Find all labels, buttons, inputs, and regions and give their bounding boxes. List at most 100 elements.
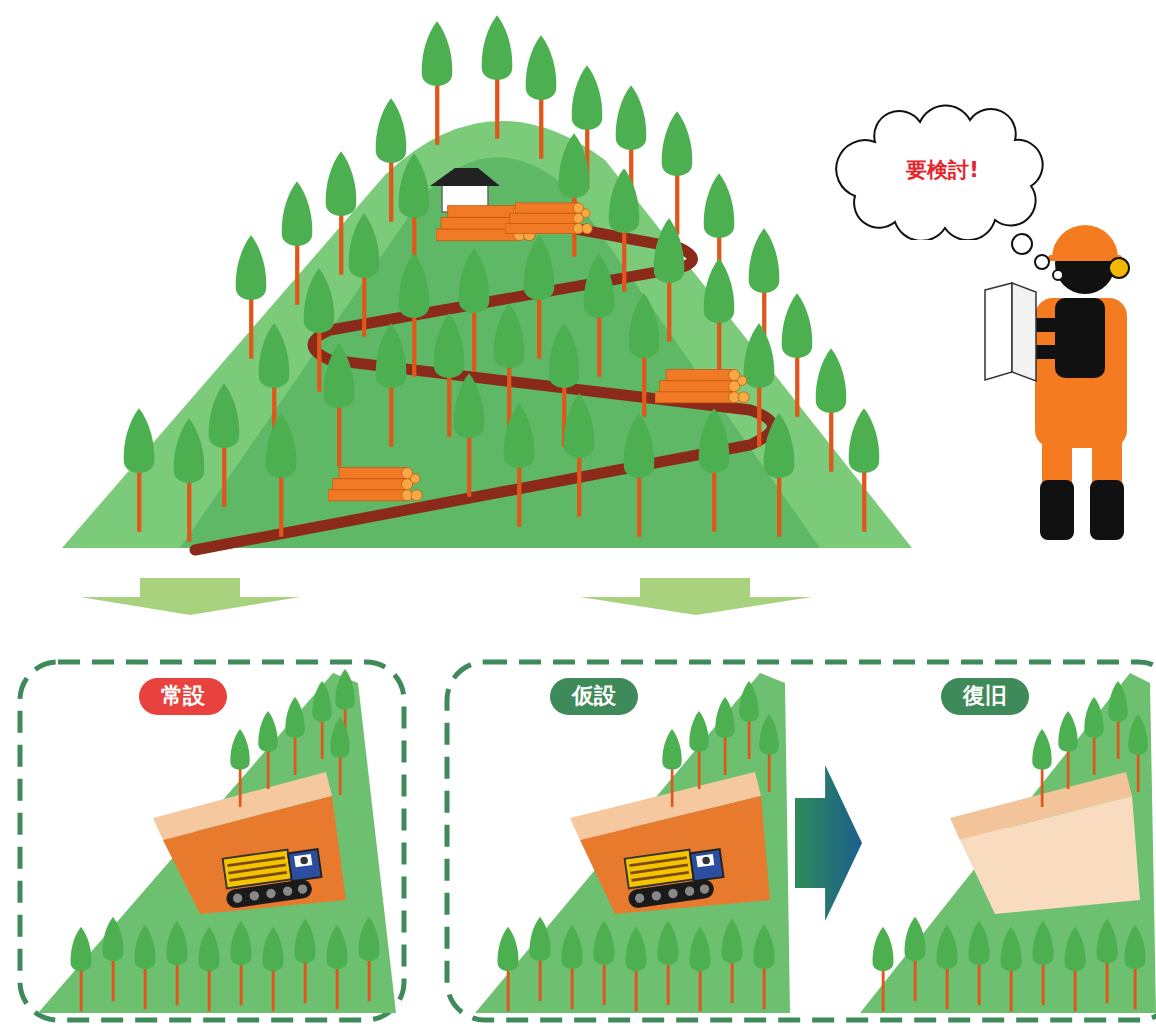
illustration-part: [475, 673, 790, 1013]
illustration-part: [295, 919, 316, 1004]
illustration-part: [221, 845, 324, 909]
illustration-part: [1053, 270, 1063, 280]
dashed-panel: [20, 662, 404, 1020]
illustration-part: [258, 711, 277, 789]
illustration-part: [135, 925, 156, 1010]
illustration-part: [1084, 697, 1103, 775]
illustration-part: [937, 925, 958, 1010]
forest-worker: [985, 225, 1129, 540]
illustration-part: [38, 673, 396, 1013]
illustration-part: [359, 917, 380, 1002]
illustration-part: [624, 413, 655, 537]
illustration-part: [722, 919, 743, 1004]
illustration-part: [699, 408, 730, 532]
illustration-part: [1128, 714, 1147, 792]
illustration-part: [704, 258, 735, 382]
stage-arrow: [795, 765, 862, 921]
illustration-part: [1001, 927, 1022, 1012]
illustration-part: [662, 111, 693, 235]
stage-label: 常設: [139, 678, 227, 715]
forest-road: [195, 226, 773, 550]
illustration-part: [1035, 255, 1049, 269]
illustration-part: [103, 917, 124, 1002]
illustration-part: [564, 393, 595, 517]
illustration-part: [580, 796, 770, 914]
illustration-part: [1048, 255, 1122, 261]
illustration-part: [376, 323, 407, 447]
slope-restored: [860, 673, 1156, 1013]
illustration-part: [62, 121, 912, 548]
mountain-trees: [124, 15, 880, 542]
illustration-part: [860, 673, 1156, 1013]
illustration-part: [1108, 681, 1127, 759]
illustration-part: [1052, 225, 1118, 258]
illustration-part: [236, 235, 267, 359]
stage-label: 復旧: [941, 678, 1029, 715]
illustration-part: [782, 293, 813, 417]
illustration-part: [282, 181, 313, 305]
thought-dots: [1012, 234, 1063, 280]
illustration-part: [754, 925, 775, 1010]
illustration-part: [1125, 925, 1146, 1010]
illustration-part: [1033, 921, 1054, 1006]
illustration-part: [562, 925, 583, 1010]
dashed-panel: [447, 662, 1156, 1020]
illustration-part: [324, 343, 355, 467]
illustration-part: [715, 697, 734, 775]
illustration-part: [230, 729, 249, 807]
illustration-part: [330, 717, 349, 795]
illustration-part: [524, 235, 555, 359]
illustration-part: [690, 927, 711, 1012]
illustration-part: [327, 925, 348, 1010]
illustration-part: [655, 370, 749, 403]
illustration-part: [584, 253, 615, 377]
log-piles: [328, 203, 749, 501]
illustration-part: [266, 413, 297, 537]
illustration-part: [526, 35, 557, 159]
illustration-part: [167, 921, 188, 1006]
illustration-part: [504, 403, 535, 527]
illustration-part: [530, 917, 551, 1002]
thought-bubble: 要検討!: [835, 100, 1050, 240]
illustration-part: [626, 927, 647, 1012]
illustration-part: [163, 796, 346, 914]
slope-permanent: [38, 669, 396, 1013]
illustration-part: [1109, 258, 1129, 278]
illustration-part: [1040, 480, 1074, 540]
illustration-part: [1058, 711, 1077, 789]
illustration-part: [744, 323, 775, 447]
illustration-part: [629, 293, 660, 417]
down-arrow: [580, 578, 812, 615]
illustration-part: [454, 373, 485, 497]
illustration-part: [1032, 729, 1051, 807]
mountain: [62, 121, 912, 548]
illustration-part: [1012, 283, 1036, 381]
illustration-part: [960, 796, 1140, 914]
illustration-part: [654, 218, 685, 342]
illustration-part: [816, 348, 847, 472]
cloud-shape: [836, 106, 1042, 240]
illustration-part: [231, 921, 252, 1006]
illustration-part: [739, 681, 758, 759]
illustration-part: [759, 714, 778, 792]
illustration-part: [985, 283, 1012, 380]
illustration-part: [1065, 927, 1086, 1012]
illustration-part: [209, 383, 240, 507]
stage-label: 仮設: [550, 678, 638, 715]
illustration-part: [285, 697, 304, 775]
thought-text: 要検討!: [906, 156, 979, 184]
illustration-part: [559, 133, 590, 257]
stage-panel: 常設: [18, 660, 406, 1022]
illustration-part: [1012, 234, 1032, 254]
illustration-part: [422, 21, 453, 145]
illustration-part: [849, 408, 880, 532]
down-arrow: [80, 578, 300, 615]
illustration-part: [609, 168, 640, 292]
illustration-part: [1090, 480, 1124, 540]
illustration-part: [662, 729, 681, 807]
illustration-part: [658, 921, 679, 1006]
illustration-part: [199, 927, 220, 1012]
illustration-part: [174, 418, 205, 542]
illustration-part: [689, 711, 708, 789]
